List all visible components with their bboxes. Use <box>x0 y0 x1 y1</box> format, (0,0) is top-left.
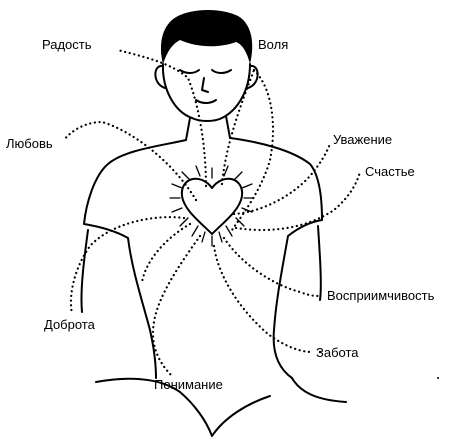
line-receptivity <box>222 236 322 298</box>
connector-lines <box>62 48 362 378</box>
line-will-arc <box>230 68 275 232</box>
hair <box>160 10 253 64</box>
neck-left <box>185 117 191 141</box>
line-understanding <box>151 234 202 378</box>
label-kindness: Доброта <box>44 317 95 332</box>
nose <box>201 77 209 93</box>
left-arm <box>80 229 89 313</box>
heart-rays <box>169 165 255 247</box>
label-joy: Радость <box>42 37 92 52</box>
label-care: Забота <box>316 345 359 360</box>
line-kindness <box>69 216 186 316</box>
label-will: Воля <box>258 37 289 52</box>
left-ear <box>154 64 166 89</box>
face-outline <box>161 63 251 122</box>
neck-right <box>225 115 231 139</box>
heart-icon <box>180 177 244 235</box>
stray-dot <box>437 377 439 379</box>
line-respect <box>232 142 332 216</box>
lower-body <box>95 377 347 437</box>
line-care <box>212 244 314 354</box>
line-will <box>220 68 256 186</box>
label-understanding: Понимание <box>154 377 223 392</box>
line-happiness <box>234 170 362 232</box>
left-eye <box>179 69 200 74</box>
label-love: Любовь <box>6 136 53 151</box>
line-extra-left <box>140 222 192 284</box>
label-receptivity: Восприимчивость <box>327 288 435 303</box>
right-eye <box>211 69 232 74</box>
body-outline <box>83 137 323 379</box>
label-happiness: Счастье <box>365 164 415 179</box>
line-love <box>62 120 198 202</box>
right-ear <box>247 64 259 89</box>
label-respect: Уважение <box>333 132 393 147</box>
heart-glow <box>169 165 255 247</box>
right-arm <box>317 225 322 301</box>
stray-dot <box>318 350 322 354</box>
mouth <box>195 99 217 104</box>
